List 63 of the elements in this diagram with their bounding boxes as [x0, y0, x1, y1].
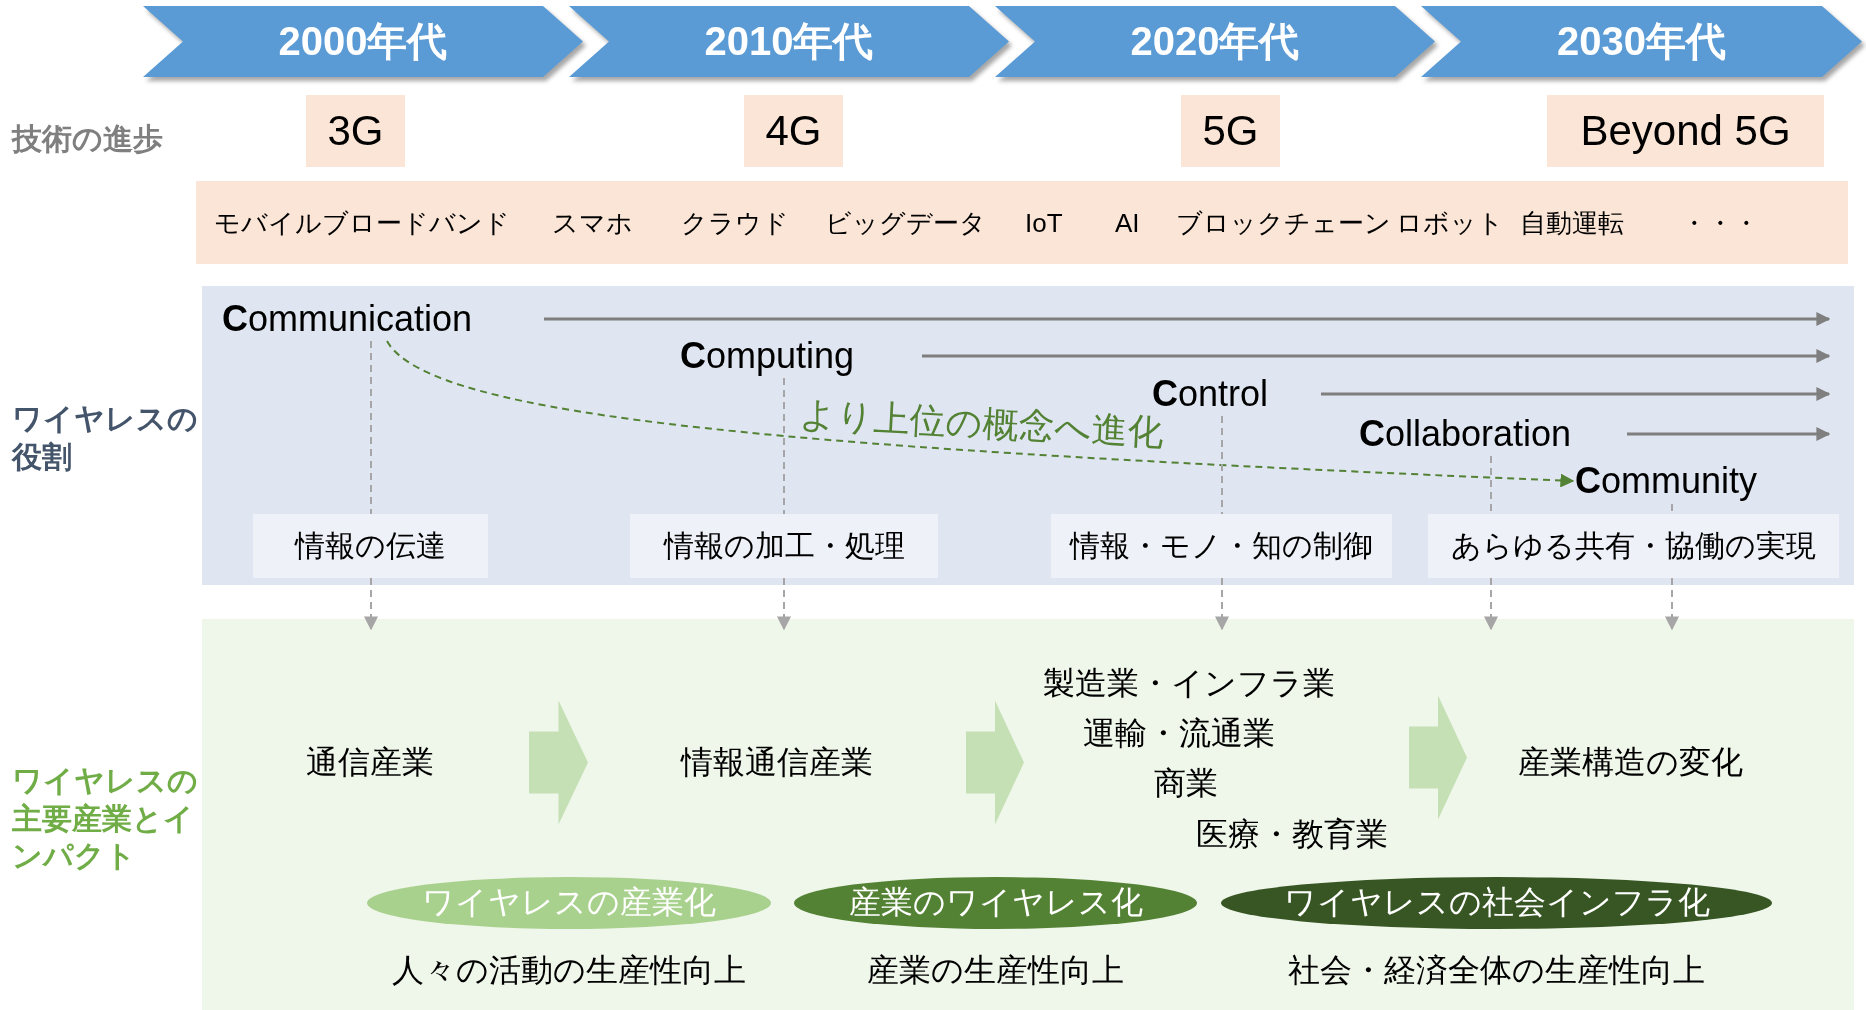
role-term: Collaboration: [1359, 412, 1627, 456]
industry-label: 情報通信産業: [588, 720, 966, 805]
era-banner: [143, 6, 583, 77]
row-heading: ワイヤレスの役割: [12, 401, 199, 475]
block-arrow: [966, 700, 1024, 825]
dashed-arrow: [364, 577, 378, 631]
era-label: 2020年代: [1130, 18, 1300, 65]
role-description: あらゆる共有・協働の実現: [1428, 514, 1839, 578]
curved-dashed-arrow: [386, 340, 1575, 488]
technology-term: ビッグデータ: [825, 206, 986, 239]
arrow: [1627, 427, 1831, 441]
technology-term: IoT: [1025, 207, 1063, 238]
impact-text: 社会・経済全体の生産性向上: [1287, 951, 1706, 990]
technology-term: スマホ: [552, 206, 633, 239]
dashed-line: [370, 340, 372, 515]
technology-term: ・・・: [1681, 206, 1759, 239]
industry-label: 産業構造の変化: [1467, 720, 1793, 805]
row-heading: ワイヤレスの主要産業とインパクト: [12, 763, 199, 874]
generation-badge: 4G: [744, 95, 843, 167]
technology-term: モバイルブロードバンド: [214, 206, 510, 239]
era-label: 2010年代: [704, 18, 874, 65]
impact-text: 人々の活動の生産性向上: [391, 951, 747, 990]
dashed-arrow: [1665, 577, 1679, 631]
role-description: 情報・モノ・知の制御: [1051, 514, 1392, 578]
technology-term: ブロックチェーン: [1176, 206, 1391, 239]
industry-label: 運輸・流通業: [1083, 714, 1275, 753]
phase-ellipse: ワイヤレスの産業化: [367, 877, 771, 929]
phase-ellipse: 産業のワイヤレス化: [794, 877, 1197, 929]
technology-term: AI: [1115, 207, 1140, 238]
era-label: 2030年代: [1557, 18, 1726, 65]
era-banner: [569, 6, 1009, 77]
era-label: 2000年代: [278, 18, 448, 65]
arrow: [544, 312, 1831, 326]
technology-band: [196, 181, 1848, 264]
industry-label: 通信産業: [211, 720, 529, 805]
dashed-line: [783, 377, 785, 515]
dashed-arrow: [1215, 577, 1229, 631]
generation-badge: Beyond 5G: [1547, 95, 1824, 167]
technology-term: ロボット: [1396, 206, 1504, 239]
era-banner: [995, 6, 1435, 77]
block-arrow: [529, 700, 588, 825]
industry-label: 製造業・インフラ業: [1043, 664, 1335, 703]
generation-badge: 5G: [1181, 95, 1280, 167]
dashed-arrow: [1484, 577, 1498, 631]
impact-text: 産業の生産性向上: [866, 951, 1125, 990]
role-description: 情報の加工・処理: [630, 514, 938, 578]
industry-label: 商業: [1154, 764, 1218, 803]
role-term: Community: [1575, 458, 1807, 504]
role-term: Communication: [222, 297, 544, 341]
dashed-arrow: [777, 577, 791, 631]
generation-badge: 3G: [306, 95, 405, 167]
role-term: Computing: [680, 334, 922, 378]
block-arrow: [1409, 695, 1467, 820]
technology-term: 自動運転: [1520, 206, 1624, 239]
arrow: [922, 349, 1831, 363]
dashed-line: [1221, 415, 1223, 515]
industry-label: 医療・教育業: [1196, 815, 1388, 854]
technology-term: クラウド: [681, 206, 789, 239]
row-heading: 技術の進歩: [12, 121, 163, 157]
phase-ellipse: ワイヤレスの社会インフラ化: [1221, 877, 1772, 929]
era-banner: [1421, 6, 1862, 77]
role-description: 情報の伝達: [253, 514, 488, 578]
arrow: [1321, 387, 1831, 401]
